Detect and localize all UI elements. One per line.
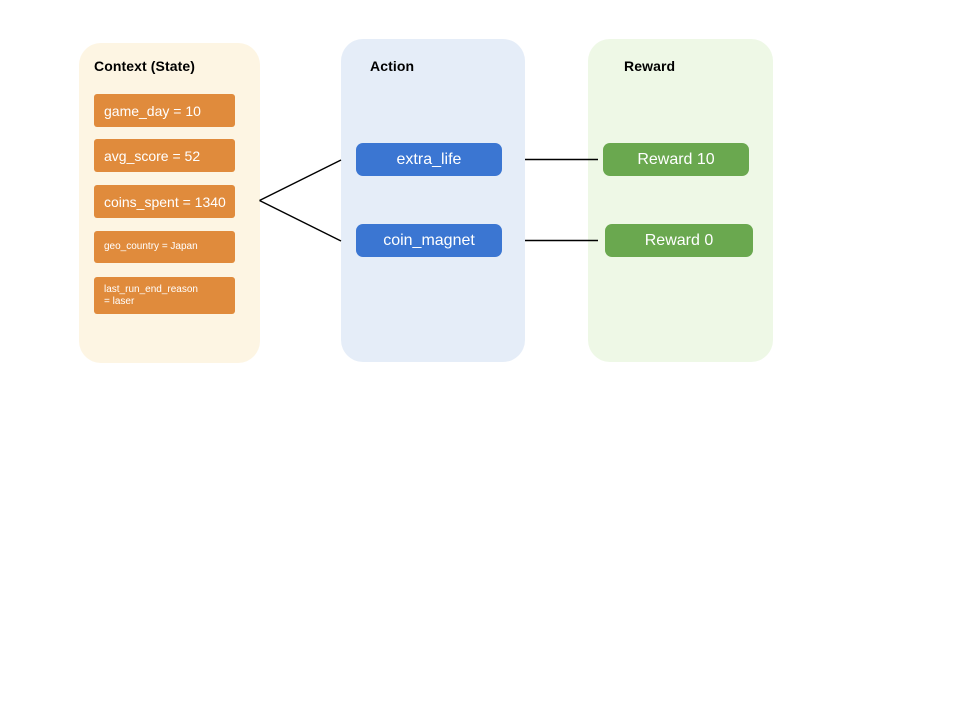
- context-feature-chip: avg_score = 52: [94, 139, 235, 172]
- context-feature-chip: game_day = 10: [94, 94, 235, 127]
- panel-title-reward: Reward: [624, 58, 676, 74]
- context-feature-chip: coins_spent = 1340: [94, 185, 235, 218]
- panel-title-context: Context (State): [94, 58, 196, 74]
- context-feature-chip: geo_country = Japan: [94, 231, 235, 263]
- action-button-extra-life[interactable]: extra_life: [356, 143, 502, 176]
- connector-context-to-coin-magnet: [259, 199, 342, 242]
- panel-title-action: Action: [370, 58, 415, 74]
- panel-reward: [588, 39, 773, 362]
- reward-chip-0: Reward 0: [605, 224, 753, 257]
- panel-action: [341, 39, 525, 362]
- connector-context-to-extra-life: [259, 159, 342, 202]
- context-feature-chip: last_run_end_reason = laser: [94, 277, 235, 314]
- reward-chip-10: Reward 10: [603, 143, 749, 176]
- action-button-coin-magnet[interactable]: coin_magnet: [356, 224, 502, 257]
